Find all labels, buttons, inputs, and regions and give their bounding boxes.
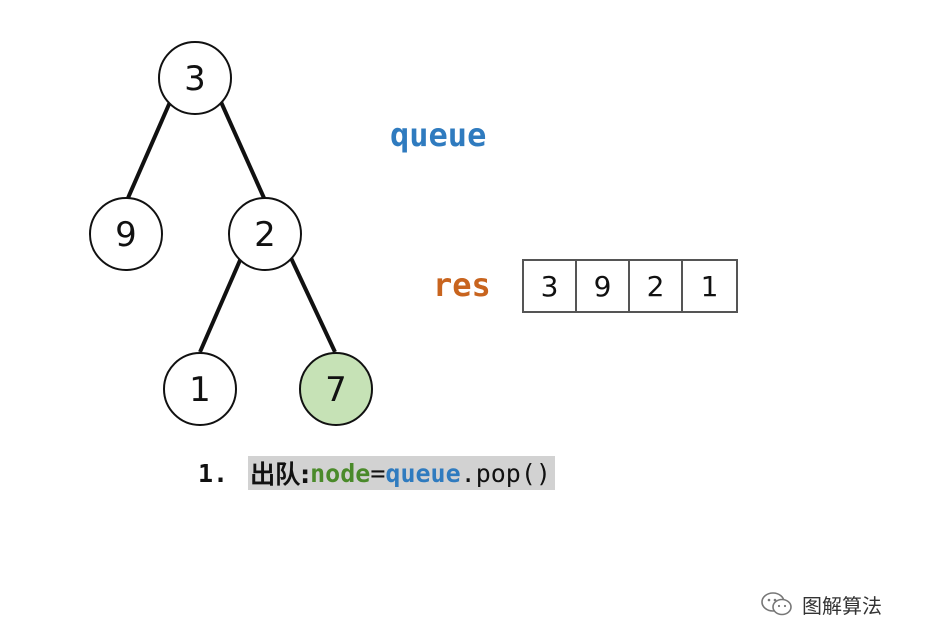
- step-line: 1. 出队: node = queue.pop(): [198, 456, 555, 490]
- tree-node-3: 3: [158, 41, 232, 115]
- edge-2-7: [289, 257, 337, 353]
- watermark: 图解算法: [760, 589, 882, 619]
- res-cell: 1: [700, 269, 719, 303]
- wechat-icon: [761, 592, 792, 616]
- tree-node-1: 1: [163, 352, 237, 426]
- res-cell: 3: [524, 261, 577, 311]
- tree-node-9-label: 9: [115, 215, 137, 255]
- queue-label: queue: [390, 116, 487, 154]
- step-number: 1.: [198, 458, 229, 488]
- code-call: .pop(): [460, 458, 551, 488]
- watermark-text: 图解算法: [802, 593, 882, 618]
- tree-node-3-label: 3: [184, 59, 206, 99]
- tree-node-2: 2: [228, 197, 302, 271]
- res-cell: 2: [630, 261, 683, 311]
- step-action: 出队:: [250, 460, 311, 489]
- code-snippet: 出队: node = queue.pop(): [248, 456, 555, 490]
- tree-edges: [126, 101, 337, 353]
- res-array: 3 9 2 1: [522, 259, 738, 313]
- code-obj-queue: queue: [385, 458, 461, 488]
- res-cell: 9: [577, 261, 630, 311]
- tree-node-7-label: 7: [325, 370, 347, 410]
- tree-node-2-label: 2: [254, 215, 276, 255]
- tree-node-7: 7: [299, 352, 373, 426]
- code-operator: =: [370, 458, 386, 488]
- edge-3-2: [219, 101, 266, 199]
- edge-3-9: [126, 101, 172, 199]
- edge-2-1: [198, 257, 243, 353]
- res-label: res: [433, 266, 491, 304]
- code-var-node: node: [310, 458, 371, 488]
- tree-node-1-label: 1: [189, 370, 211, 410]
- tree-node-9: 9: [89, 197, 163, 271]
